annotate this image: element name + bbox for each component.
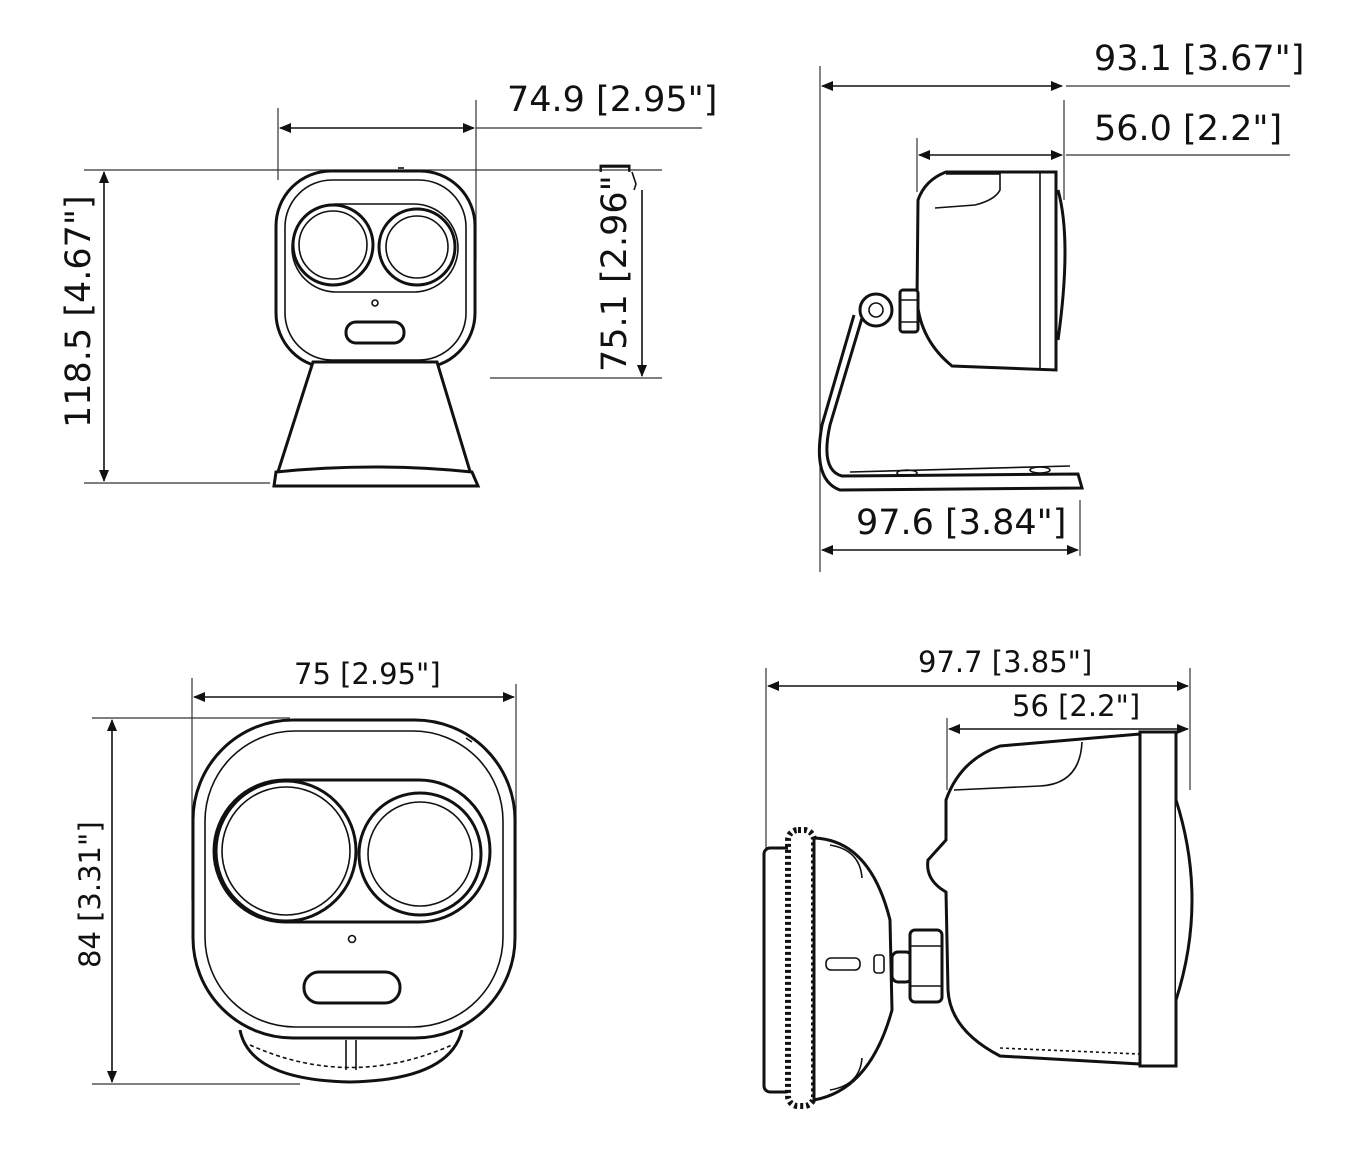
side-stand-overall-depth-label: 93.1 [3.67"] (1094, 39, 1304, 79)
stand-body (273, 360, 475, 480)
side-stand-base-length-label: 97.6 [3.84"] (856, 503, 1066, 543)
stand-base (272, 465, 481, 488)
microphone-hole (371, 299, 379, 307)
front-wall-width-label: 75 [2.95"] (294, 657, 441, 691)
wall-joint-nut (908, 928, 944, 1004)
front-stand-view: 74.9 [2.95"] 118.5 [4.67"] 75.1 [2.96"] (59, 80, 717, 488)
side-wall-overall-depth-label: 97.7 [3.85"] (918, 645, 1092, 679)
front-stand-head-height-label: 75.1 [2.96"] (595, 162, 635, 372)
wall-lens-left (214, 779, 358, 923)
side-stand-view: 93.1 [3.67"] 56.0 [2.2"] 97.6 [3.84"] (817, 39, 1304, 572)
front-wall-view: 75 [2.95"] 84 [3.31"] (73, 657, 517, 1085)
wall-mount-dome (812, 836, 894, 1102)
lens-left (291, 203, 375, 287)
bracket-arm (817, 314, 1084, 492)
wall-side-dome (1174, 799, 1194, 1001)
wall-lens-right (357, 791, 483, 917)
side-dome (1056, 189, 1067, 341)
wall-light-sensor (302, 970, 402, 1005)
side-wall-head-depth-label: 56 [2.2"] (1012, 689, 1140, 723)
wall-microphone-hole (347, 934, 357, 944)
light-sensor (344, 320, 406, 345)
wall-base-ring (238, 1029, 464, 1084)
side-knob (898, 288, 920, 334)
lens-right (377, 207, 457, 287)
front-wall-height-label: 84 [3.31"] (73, 821, 107, 968)
wall-side-front-bezel (1138, 730, 1178, 1068)
wall-side-camera-body (926, 732, 1142, 1066)
front-stand-width-label: 74.9 [2.95"] (507, 80, 717, 120)
bracket-pivot (858, 292, 894, 328)
side-stand-head-depth-label: 56.0 [2.2"] (1094, 109, 1282, 149)
front-stand-height-label: 118.5 [4.67"] (59, 195, 99, 428)
wall-plate-ridges (785, 827, 817, 1109)
side-wall-view: 97.7 [3.85"] 56 [2.2"] (762, 645, 1194, 1109)
